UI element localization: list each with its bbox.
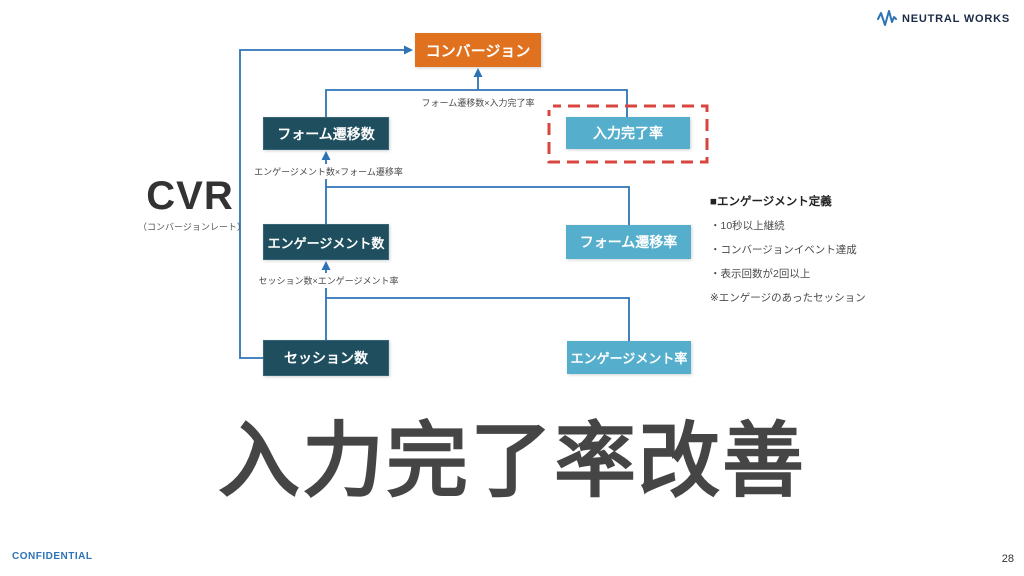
definition-item: ・10秒以上継続 [710, 220, 785, 232]
line-formtransition-inputs [325, 186, 630, 225]
formula-engagement: セッション数×エンゲージメント率 [246, 273, 411, 288]
cvr-label: CVR [146, 174, 234, 218]
definition-heading: ■エンゲージメント定義 [710, 196, 832, 208]
formula-form-transitions: エンゲージメント数×フォーム遷移率 [246, 164, 411, 179]
definition-note: ※エンゲージのあったセッション [710, 292, 866, 304]
engagement-definition: ■エンゲージメント定義 ・10秒以上継続 ・コンバージョンイベント達成 ・表示回… [710, 193, 866, 305]
page-title: 入力完了率改善 [217, 416, 806, 507]
formula-conversion: フォーム遷移数×入力完了率 [403, 95, 553, 110]
definition-item: ・表示回数が2回以上 [710, 268, 811, 280]
cvr-block: CVR （コンバージョンレート） [138, 174, 246, 233]
brand-name: NEUTRAL WORKS [902, 13, 1010, 25]
node-form-transition-rate: フォーム遷移率 [566, 225, 691, 259]
definition-item: ・コンバージョンイベント達成 [710, 244, 857, 256]
node-engagement-count: エンゲージメント数 [263, 224, 389, 260]
node-input-completion-rate: 入力完了率 [566, 117, 690, 149]
node-engagement-rate: エンゲージメント率 [567, 341, 691, 374]
pulse-icon [877, 10, 898, 26]
highlight-dashed-border [547, 104, 709, 164]
brand-logo: NEUTRAL WORKS [877, 10, 1010, 28]
confidential-label: CONFIDENTIAL [12, 551, 93, 562]
node-sessions: セッション数 [263, 340, 389, 376]
cvr-sublabel: （コンバージョンレート） [138, 222, 246, 232]
line-conversion-inputs [325, 89, 628, 117]
node-form-transitions: フォーム遷移数 [263, 117, 389, 150]
arrow-sessions-to-conversion [239, 45, 413, 359]
line-engagement-inputs [325, 297, 630, 341]
page-number: 28 [1001, 553, 1014, 565]
node-conversion: コンバージョン [415, 33, 541, 67]
